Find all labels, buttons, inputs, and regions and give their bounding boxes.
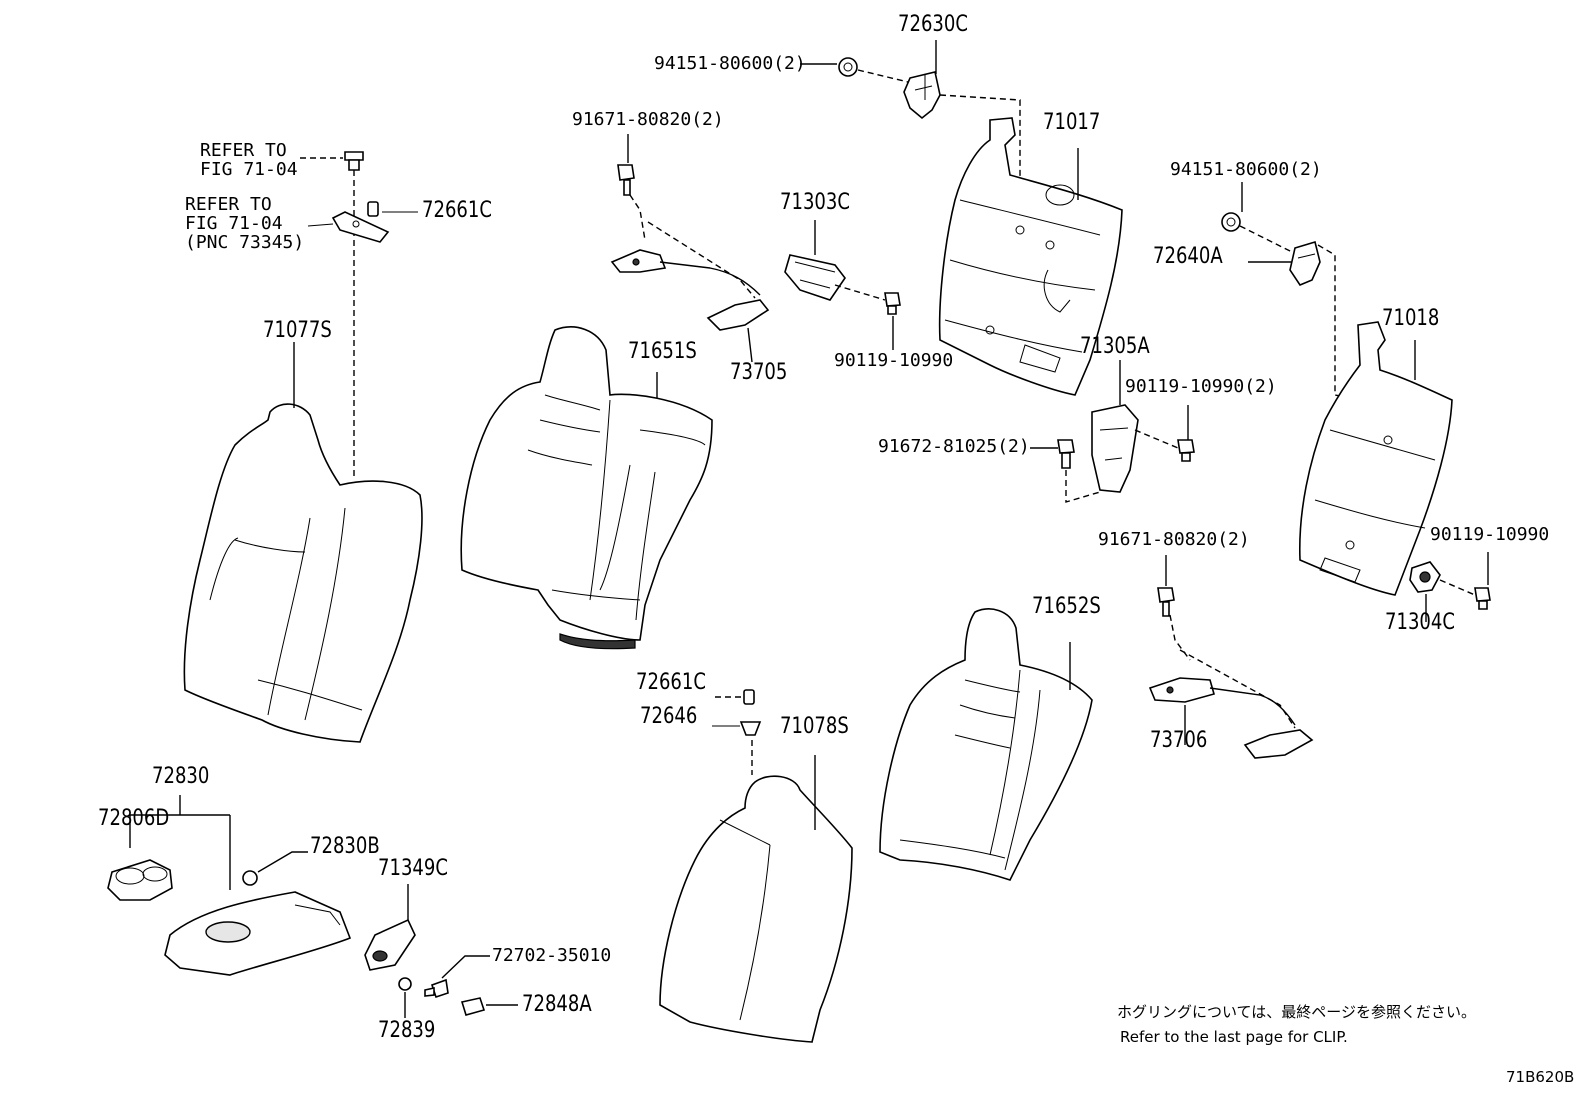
label-73705: 73705 [730,360,788,385]
label-refer1-line1: REFER TO [200,140,287,161]
label-73706: 73706 [1150,728,1208,753]
bracket-71305a[interactable] [1091,404,1139,493]
label-72630c: 72630C [898,12,968,37]
refer-bolt[interactable] [344,151,364,171]
cap-72848a[interactable] [460,997,486,1016]
seatback-frame-71017[interactable] [938,117,1123,396]
label-71305a: 71305A [1080,334,1150,359]
label-71017: 71017 [1043,110,1101,135]
bolt-91672[interactable] [1057,439,1075,469]
label-71349c: 71349C [378,856,448,881]
label-refer2-line1: REFER TO [185,194,272,215]
label-94151-a: 94151-80600(2) [654,53,806,74]
label-91671-b: 91671-80820(2) [1098,529,1250,550]
label-91671-a: 91671-80820(2) [572,109,724,130]
seatback-cover-71077s[interactable] [183,403,423,743]
label-72806d: 72806D [98,806,170,831]
label-71077s: 71077S [263,318,332,343]
label-71078s: 71078S [780,714,849,739]
bolt-90119-b[interactable] [1177,439,1195,462]
label-refer1-line2: FIG 71-04 [200,159,298,180]
clip-72646[interactable] [739,721,762,736]
label-72848a: 72848A [522,992,592,1017]
bolt-91671-b[interactable] [1157,587,1175,617]
seatback-frame-71018[interactable] [1298,321,1453,596]
label-71303c: 71303C [780,190,850,215]
label-refer2-line3: (PNC 73345) [185,232,305,253]
hinge-72630c[interactable] [903,71,941,120]
label-90119-b: 90119-10990(2) [1125,376,1277,397]
bracket-71349c[interactable] [364,918,416,971]
seatback-pad-71652s[interactable] [879,608,1093,881]
clip-72661c-a[interactable] [367,201,379,217]
label-refer2-line2: FIG 71-04 [185,213,283,234]
nut-94151-b[interactable] [1221,212,1241,232]
label-90119-c: 90119-10990 [1430,524,1550,545]
bolt-90119-a[interactable] [884,292,901,315]
seatback-cover-71078s[interactable] [659,775,853,1043]
armrest-72830[interactable] [164,891,352,976]
bracket-71304c[interactable] [1409,561,1441,593]
footnote-japanese: ホグリングについては、最終ページを参照ください。 [1117,1003,1476,1021]
nut-94151-a[interactable] [838,57,858,77]
label-71651s: 71651S [628,339,697,364]
seatback-pad-71651s[interactable] [460,326,713,650]
cup-holder-72806d[interactable] [107,859,173,901]
lock-cable-73706[interactable] [1148,677,1314,759]
label-94151-b: 94151-80600(2) [1170,159,1322,180]
label-72661c-a: 72661C [422,198,492,223]
label-90119-a: 90119-10990 [834,350,954,371]
label-72661c-b: 72661C [636,670,706,695]
clip-72661c-b[interactable] [743,689,755,705]
figure-code: 71B620B [1506,1068,1575,1086]
label-72646: 72646 [640,704,698,729]
bolt-91671-a[interactable] [617,164,635,196]
label-71652s: 71652S [1032,594,1101,619]
label-71304c: 71304C [1385,610,1455,635]
label-72839: 72839 [378,1018,436,1043]
label-72702: 72702-35010 [492,945,612,966]
label-72830: 72830 [152,764,210,789]
label-72640a: 72640A [1153,244,1223,269]
screw-72702[interactable] [424,978,449,999]
label-72830b: 72830B [310,834,380,859]
clip-72830b[interactable] [242,870,258,886]
bolt-90119-c[interactable] [1474,587,1491,610]
clip-72839[interactable] [398,977,412,991]
hinge-72640a[interactable] [1289,240,1321,286]
label-91672: 91672-81025(2) [878,436,1030,457]
bracket-71303c[interactable] [784,254,846,301]
footnote-english: Refer to the last page for CLIP. [1120,1028,1348,1046]
lock-cable-73705[interactable] [610,249,770,331]
refer-bracket[interactable] [331,211,390,243]
label-71018: 71018 [1382,306,1440,331]
